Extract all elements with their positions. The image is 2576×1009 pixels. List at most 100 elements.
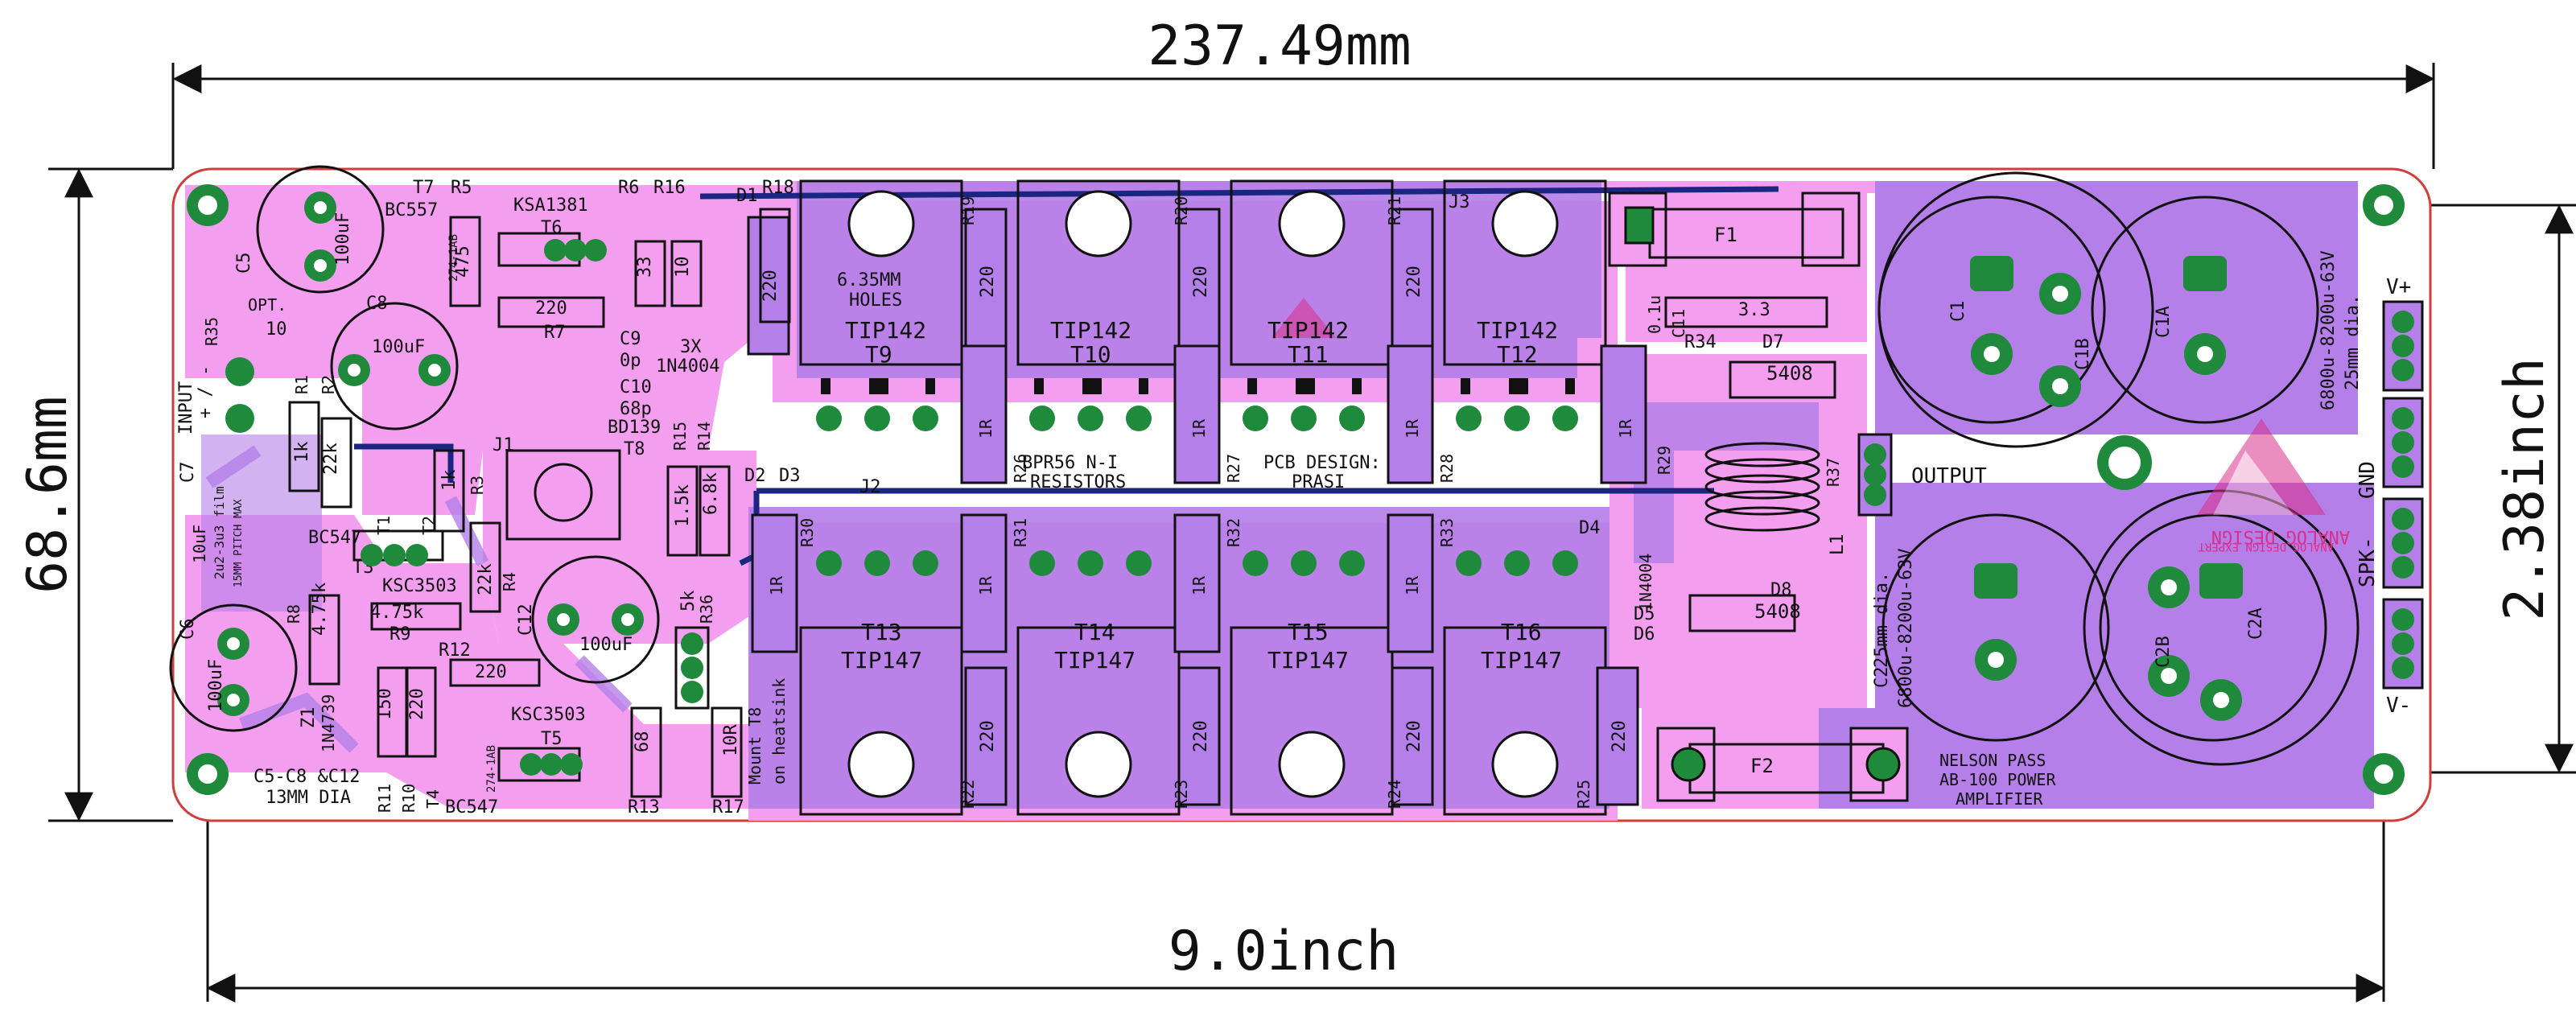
z1-value: 1N4739 [319, 694, 338, 752]
j3-label: J3 [1449, 192, 1470, 212]
cap-note-line2: 13MM DIA [266, 788, 351, 808]
small-caps [169, 165, 660, 732]
r19-label: R19 [958, 196, 978, 225]
logo-line1: ANALOG DESIGN [2211, 526, 2350, 546]
purple-traces [205, 445, 633, 753]
r17-label: R17 [712, 797, 744, 817]
oner-2: 1R [1189, 418, 1209, 439]
t7-label: T7 [413, 178, 435, 198]
t9-type: TIP142 [845, 317, 926, 344]
small-pads [225, 239, 1578, 776]
t12-ref: T12 [1497, 341, 1538, 368]
c11-label: C11 [1669, 309, 1688, 338]
pcb-design-line1: PCB DESIGN: [1263, 453, 1381, 473]
r12-value: 220 [475, 662, 507, 682]
c7-label: C7 [178, 462, 198, 484]
r5-value: 475 [453, 245, 473, 278]
r16-label: R16 [653, 178, 686, 198]
t15-type: TIP147 [1267, 647, 1349, 673]
small-cap-pads [217, 192, 644, 716]
r28-label: R28 [1437, 454, 1457, 483]
mount-line1: Mount T8 [745, 707, 765, 785]
t4-label: T4 [423, 789, 443, 809]
holes-line1: 6.35MM [837, 270, 901, 290]
c10-value: 68p [620, 399, 652, 419]
r20-value: 220 [1191, 266, 1211, 298]
bc557-label: BC557 [385, 200, 438, 220]
r8-label: R8 [284, 604, 303, 624]
r10-value: 220 [407, 688, 427, 720]
ohm-resistor-bodies [751, 344, 1647, 653]
fuse-holders [1608, 192, 1909, 802]
r4-value: 22k [476, 563, 496, 595]
r3-value: 1k [439, 470, 460, 492]
r6-value: 33 [635, 257, 655, 278]
power-connectors [1857, 300, 2424, 690]
t16-ref: T16 [1501, 619, 1542, 645]
r15-value: 1.5k [673, 484, 693, 527]
c12-value: 100uF [579, 635, 633, 655]
bpr-line1: BPR56 N-I [1022, 453, 1118, 473]
ksc3503a-label: KSC3503 [382, 576, 457, 596]
r10-label: R10 [399, 784, 418, 813]
bpr-line2: RESISTORS [1030, 472, 1126, 492]
bigcap-note-top-2: 25mm dia. [2343, 294, 2363, 390]
c10-label: C10 [620, 377, 652, 397]
r34-value: 3.3 [1738, 300, 1770, 320]
input-label: INPUT [176, 381, 196, 434]
t13-type: TIP147 [841, 647, 922, 673]
r35-value: 10 [266, 319, 287, 340]
t6-label: T6 [541, 218, 563, 238]
mounting-holes [187, 184, 2405, 795]
r17-value: 10R [721, 724, 741, 756]
diode-note-line2: 1N4004 [656, 356, 719, 377]
t14-ref: T14 [1074, 619, 1115, 645]
r2-value: 22k [321, 443, 341, 475]
t11-type: TIP142 [1267, 317, 1349, 344]
r1-label: R1 [292, 375, 311, 394]
r19-value: 220 [978, 266, 998, 298]
emitter-resistor-bodies [747, 208, 1639, 806]
gnd-label: GND [2355, 461, 2380, 499]
j2-label: J2 [859, 477, 881, 497]
power-transistor-pads [821, 378, 1575, 394]
vplus-label: V+ [2386, 275, 2411, 299]
c7-note-line1: 2u2-3u3 film [212, 486, 227, 579]
holes-line2: HOLES [849, 290, 902, 311]
f2-label: F2 [1750, 755, 1774, 777]
oner-4: 1R [1616, 418, 1635, 439]
r3-label: R3 [468, 476, 487, 495]
r29-label: R29 [1655, 446, 1674, 475]
d2-label: D2 [744, 466, 766, 486]
input-polarity: + / - [196, 365, 216, 418]
r18-value: 220 [760, 270, 781, 302]
r15-label: R15 [670, 422, 690, 451]
c7-value: 10uF [190, 525, 209, 563]
d5-label: D5 [1634, 604, 1655, 624]
r21-value: 220 [1404, 266, 1424, 298]
ksa1381-label: KSA1381 [513, 196, 588, 216]
r11-label: R11 [375, 784, 394, 813]
bc547a-label: BC547 [308, 528, 361, 548]
bigcap-note-bot-2: 6800u-8200u-63V [1896, 548, 1916, 708]
c5-value: 100uF [333, 212, 353, 266]
r35-opt: OPT. [248, 295, 286, 315]
bigcap-note-top-1: 6800u-8200u-63V [2318, 250, 2339, 410]
r5-label: R5 [451, 178, 472, 198]
f1-label: F1 [1714, 224, 1737, 246]
c2a-label: C2A [2246, 607, 2266, 640]
c1-label: C1 [1948, 301, 1968, 323]
output-label: OUTPUT [1911, 464, 1987, 488]
r31-label: R31 [1011, 518, 1030, 547]
diode-note-line1: 3X [680, 337, 702, 357]
mount-line2: on heatsink [769, 678, 789, 785]
r36-value: 5k [678, 591, 699, 612]
c2-label: C2 [1872, 667, 1892, 689]
r13-value: 68 [633, 731, 653, 753]
c12-label: C12 [516, 603, 536, 636]
c2b-label: C2B [2154, 636, 2174, 668]
dim-left-label: 68.6mm [16, 396, 80, 594]
vminus-label: V- [2386, 694, 2411, 718]
dim-bottom-label: 9.0inch [1168, 920, 1399, 983]
